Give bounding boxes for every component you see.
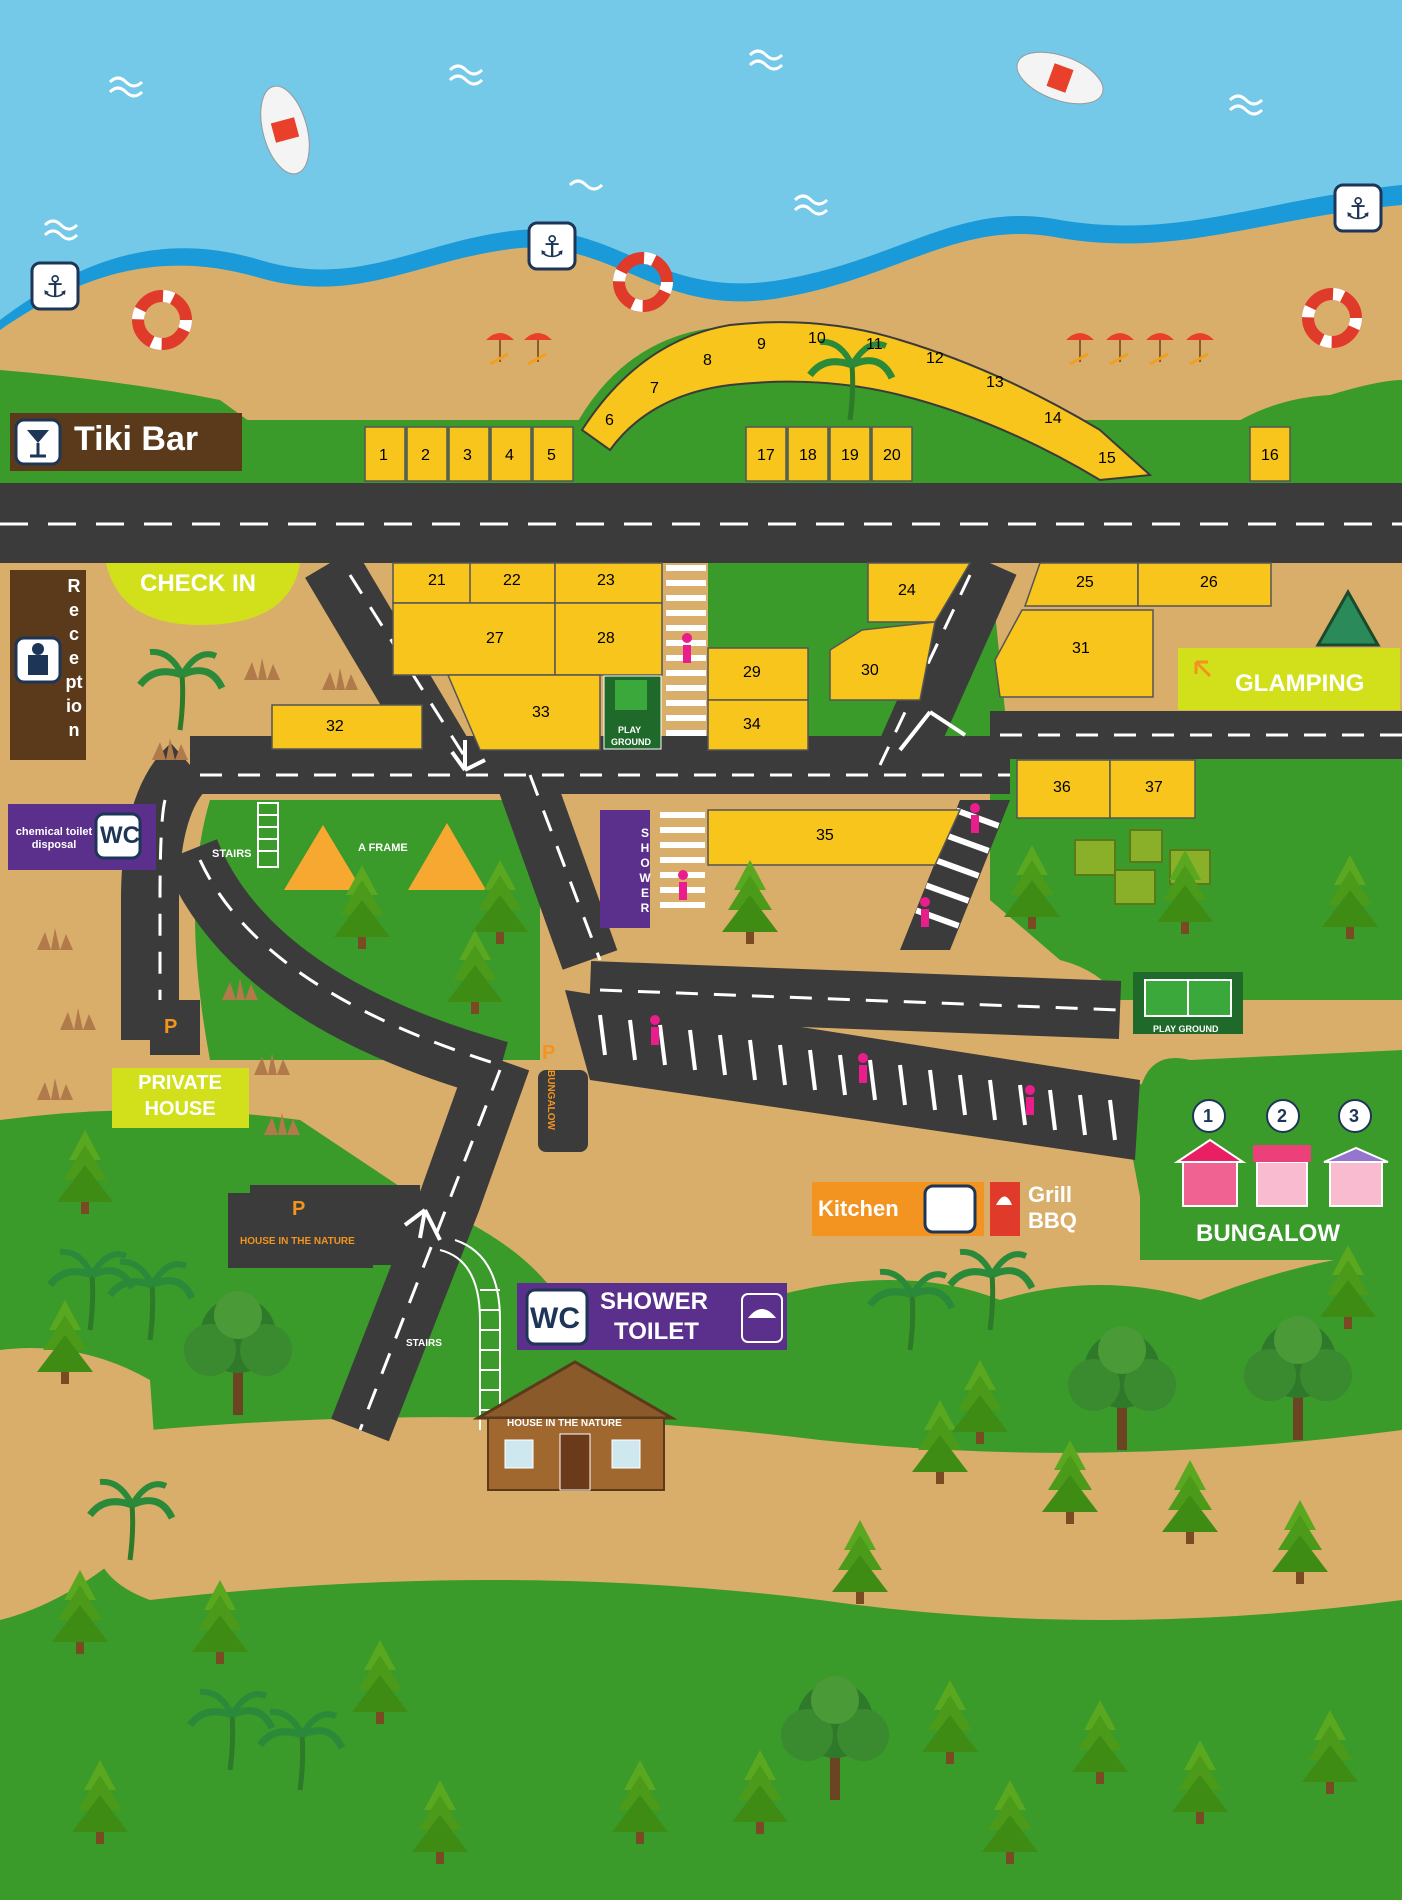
svg-text:⚓: ⚓ [42,270,69,305]
plot-number[interactable]: 35 [816,827,834,844]
plot-number[interactable]: 13 [986,374,1004,391]
plot-number[interactable]: 29 [743,664,761,681]
bungalow-parking-label: BUNGALOW [545,1070,556,1130]
log-cabin-icon [472,1360,678,1491]
plot-number[interactable]: 23 [597,572,615,589]
beach [0,205,1402,420]
plot-number[interactable]: 25 [1076,574,1094,591]
plot-number[interactable]: 19 [841,447,859,464]
bungalow-house-icon [1323,1146,1389,1207]
plot-number[interactable]: 1 [379,447,388,464]
kitchen-label: Kitchen [818,1196,899,1221]
plot-number[interactable]: 18 [799,447,817,464]
plot-number[interactable]: 31 [1072,640,1090,657]
playground-label-1: PLAY [618,725,642,735]
plot-number[interactable]: 10 [808,330,826,347]
plot-number[interactable]: 3 [463,447,472,464]
glamping-label: GLAMPING [1235,670,1365,697]
plot-shapes [271,426,1291,866]
plot-number[interactable]: 27 [486,630,504,647]
boat-icon [260,85,310,175]
plot-number[interactable]: 2 [421,447,430,464]
a-frame-label: A FRAME [358,842,408,854]
playground-label-2: GROUND [611,737,651,747]
house-nature-parking-label: HOUSE IN THE NATURE [240,1236,355,1247]
bungalow-number-2: 2 [1277,1106,1288,1126]
plot-number[interactable]: 36 [1053,779,1071,796]
boat-icon [1016,51,1104,105]
svg-text:⚓: ⚓ [539,230,566,265]
shower-toilet-label-2: TOILET [614,1318,699,1345]
shower-block [600,810,650,928]
plot-number[interactable]: 4 [505,447,514,464]
anchor-icon: ⚓ [30,261,80,311]
plot-number[interactable]: 32 [326,718,344,735]
check-in-label: CHECK IN [140,570,257,597]
anchor-icon: ⚓ [527,221,577,271]
plot-number[interactable]: 24 [898,582,916,599]
wc-icon: WC [100,822,140,849]
glamping-sign [1178,648,1400,710]
bungalow-number-1: 1 [1203,1106,1214,1126]
reception-label: Reception [65,576,83,740]
plot-number[interactable]: 33 [532,704,550,721]
shower-label: SHOWER [639,826,651,915]
plot-number[interactable]: 20 [883,447,901,464]
plot-number[interactable]: 15 [1098,450,1116,467]
plot-number[interactable]: 28 [597,630,615,647]
plot-number[interactable]: 26 [1200,574,1218,591]
shower-toilet-label-1: SHOWER [600,1288,708,1315]
bungalow-number-3: 3 [1349,1106,1360,1126]
bbq-label: BBQ [1028,1208,1077,1233]
cabin-label: HOUSE IN THE NATURE [507,1418,622,1429]
pedestrian-icon [650,633,1035,1115]
stairs-label-house: STAIRS [406,1338,442,1349]
parking-icon-house: P [292,1198,306,1220]
a-frame-tent [408,823,486,890]
plot-number[interactable]: 34 [743,716,761,733]
plot-number[interactable]: 6 [605,412,614,429]
bungalow-house-icon [1253,1145,1311,1207]
plot-number[interactable]: 22 [503,572,521,589]
plot-number[interactable]: 14 [1044,410,1062,427]
stairs-house [439,1239,501,1430]
plot-number[interactable]: 7 [650,380,659,397]
check-in-area [106,563,300,625]
svg-text:⚓: ⚓ [1345,192,1372,227]
bungalow-house-icon [1173,1138,1247,1207]
wc-icon-large: WC [530,1302,580,1335]
plot-number[interactable]: 37 [1145,779,1163,796]
glamping-tent-icon [1315,588,1381,647]
plot-number[interactable]: 5 [547,447,556,464]
plot-number[interactable]: 16 [1261,447,1279,464]
a-frame-tent [284,825,362,890]
bungalow-label: BUNGALOW [1196,1220,1340,1247]
stairs-label-a-frame: STAIRS [212,848,252,860]
parking-icon-left: P [164,1016,178,1038]
grill-label: Grill [1028,1182,1073,1207]
parking-icon-bungalow: P [542,1042,556,1064]
arc-plots [580,321,1153,482]
plot-number[interactable]: 21 [428,572,446,589]
private-house-label-2: HOUSE [144,1098,216,1120]
anchor-icon: ⚓ [1333,183,1383,233]
plot-number[interactable]: 9 [757,336,766,353]
chemical-toilet-label: chemical toilet disposal [15,826,93,851]
private-house-sign [112,1068,249,1128]
tiki-bar-label: Tiki Bar [74,420,199,458]
playground-field-label: PLAY GROUND [1153,1024,1219,1034]
plot-number[interactable]: 8 [703,352,712,369]
plot-number[interactable]: 30 [861,662,879,679]
plot-number[interactable]: 11 [866,336,883,353]
plot-number[interactable]: 17 [757,447,775,464]
private-house-label-1: PRIVATE [138,1072,222,1094]
plot-number[interactable]: 12 [926,350,944,367]
stairs-a-frame [257,802,279,868]
